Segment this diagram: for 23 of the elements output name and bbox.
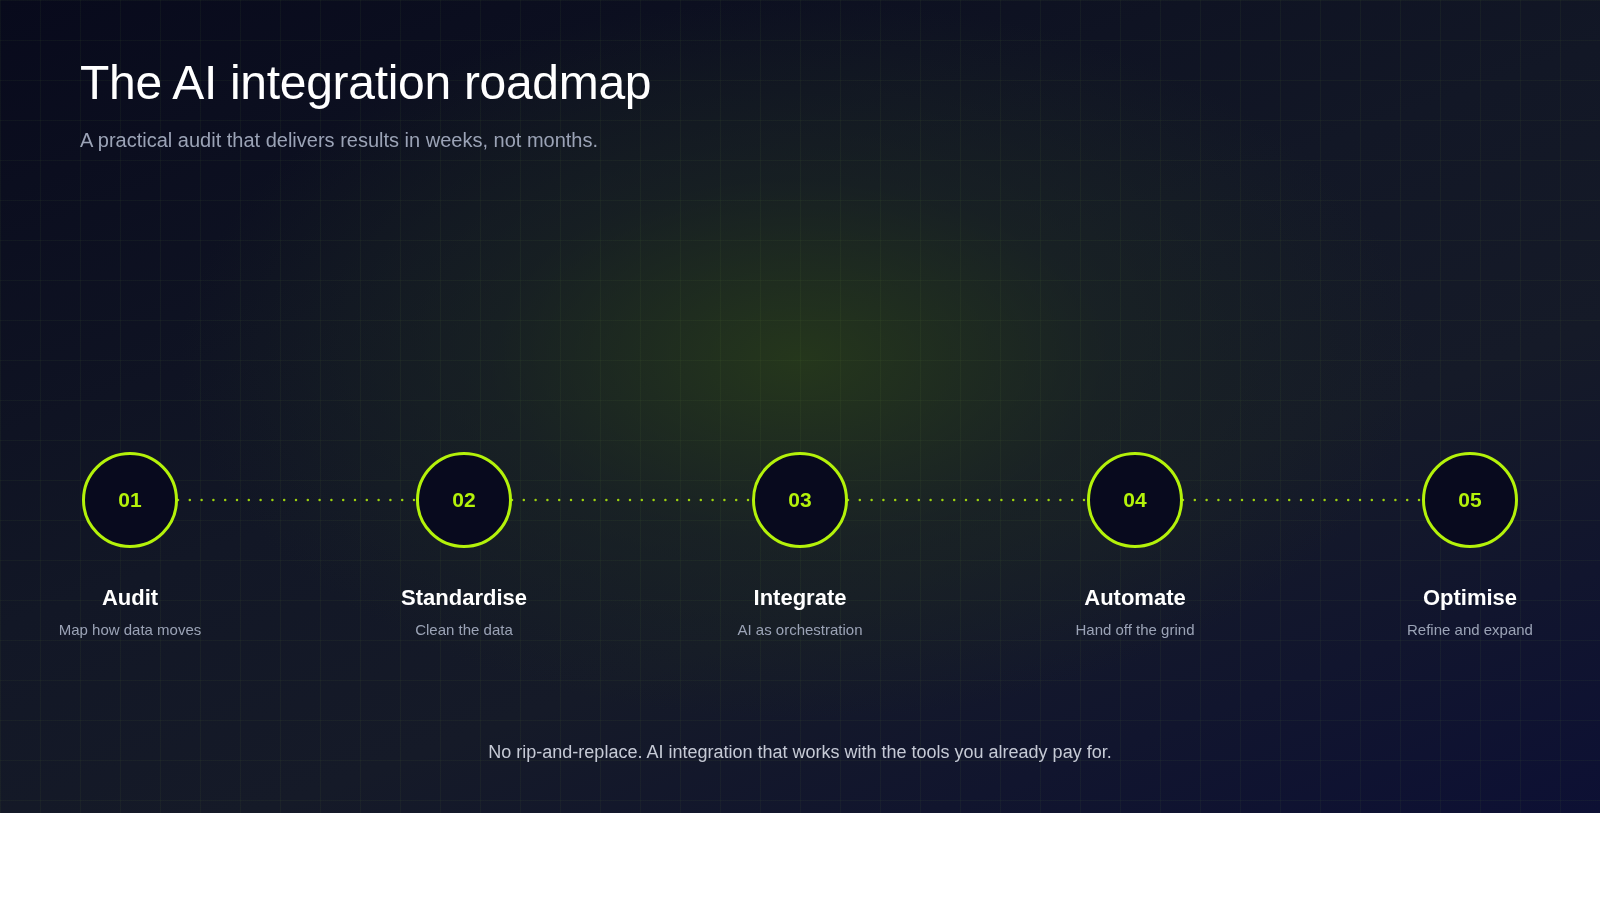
subtitle: A practical audit that delivers results in weeks, not months. xyxy=(80,128,599,152)
step-title: Audit xyxy=(100,585,160,611)
step-number: 05 xyxy=(1457,488,1483,512)
step-number: 01 xyxy=(117,488,143,512)
footer-note: No rip-and-replace. AI integration that works with the tools you already pay for. xyxy=(487,741,1113,763)
step-number: 02 xyxy=(451,488,477,512)
step-title: Integrate xyxy=(752,585,848,611)
step-circle xyxy=(416,452,512,548)
step-circle xyxy=(1087,452,1183,548)
step-circle xyxy=(82,452,178,548)
step-title: Standardise xyxy=(400,585,528,611)
step-description: Refine and expand xyxy=(1406,621,1534,639)
step-title: Automate xyxy=(1083,585,1187,611)
step-description: AI as orchestration xyxy=(736,621,864,639)
step-description: Hand off the grind xyxy=(1074,621,1196,639)
step-number: 04 xyxy=(1122,488,1148,512)
step-circle xyxy=(752,452,848,548)
step-circle xyxy=(1422,452,1518,548)
step-description: Clean the data xyxy=(414,621,514,639)
step-description: Map how data moves xyxy=(57,621,203,639)
title: The AI integration roadmap xyxy=(80,55,652,111)
step-title: Optimise xyxy=(1421,585,1519,611)
step-number: 03 xyxy=(787,488,813,512)
